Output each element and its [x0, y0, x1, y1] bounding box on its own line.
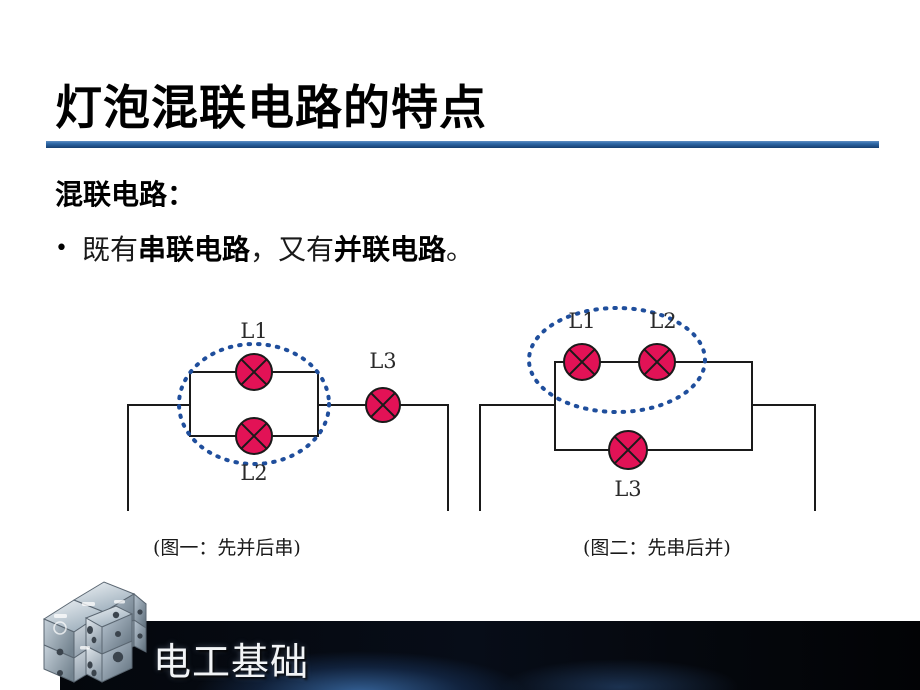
figure-2-caption: (图二：先串后并)	[583, 537, 731, 559]
circuit-figure-2: L1 L2 L3	[465, 288, 835, 568]
lamp-label-l2: L2	[240, 461, 267, 485]
bullet-text-part3: 。	[446, 233, 475, 266]
lamp-label-l1: L1	[240, 319, 267, 343]
bullet-text-part2: ，又有	[250, 233, 335, 266]
title-divider	[46, 141, 879, 148]
bullet-text: 既有串联电路，又有并联电路。	[82, 228, 474, 268]
section-label: 混联电路：	[55, 178, 196, 211]
series-highlight-ellipse	[527, 306, 707, 414]
footer-title: 电工基础	[153, 640, 310, 684]
lamp-label-l2: L2	[649, 309, 676, 333]
bullet-item: • 既有串联电路，又有并联电路。	[55, 228, 474, 268]
lamp-l1	[563, 343, 601, 381]
page-title: 灯泡混联电路的特点	[55, 81, 487, 137]
bullet-marker-icon: •	[55, 236, 68, 261]
lamp-l1	[235, 353, 273, 391]
parallel-highlight-ellipse	[177, 342, 331, 466]
bullet-text-part1: 既有	[81, 233, 138, 266]
bullet-text-bold2: 并联电路	[334, 233, 447, 266]
lamp-l2	[235, 417, 273, 455]
lamp-l3	[365, 387, 401, 423]
socket-cube-logo	[30, 572, 152, 690]
bullet-text-bold1: 串联电路	[138, 233, 251, 266]
lamp-label-l3: L3	[369, 349, 396, 373]
circuit-figure-1: L1 L2 L3	[110, 288, 470, 568]
lamp-l2	[638, 343, 676, 381]
figure-1-caption: (图一：先并后串)	[153, 537, 301, 559]
figures-area: L1 L2 L3	[0, 288, 920, 568]
lamp-label-l3: L3	[614, 477, 641, 501]
footer-banner	[60, 621, 920, 690]
lamp-l3	[608, 430, 648, 470]
lamp-label-l1: L1	[568, 309, 595, 333]
